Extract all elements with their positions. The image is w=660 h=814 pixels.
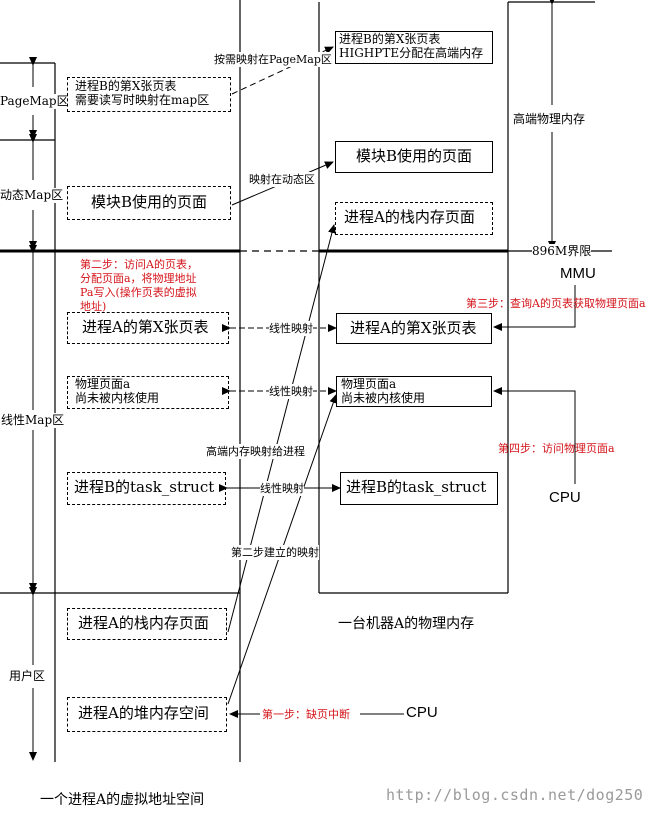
region-user-label: 用户区 [9,669,46,684]
virtual-a-pagetable-box: 进程A的第X张页表 [67,312,229,344]
phys-a-pagetable-box: 进程A的第X张页表 [336,313,492,344]
virtual-a-stack-box: 进程A的栈内存页面 [67,608,227,640]
mapping-arrows [219,46,341,705]
cpu-bottom-label: CPU [406,704,438,721]
label-linear-map-1: 线性映射 [269,321,313,336]
cpu-right-label: CPU [549,489,581,506]
highmem-label: 高端物理内存 [513,112,586,127]
virtual-space-column [0,0,241,762]
virtual-a-heap-box: 进程A的堆内存空间 [67,697,227,732]
phys-b-pagetable-box: 进程B的第X张页表 HIGHPTE分配在高端内存 [335,31,493,64]
phys-b-task-box: 进程B的task_struct [340,472,498,505]
virtual-space-title: 一个进程A的虚拟地址空间 [40,792,205,808]
watermark: http://blog.csdn.net/dog250 [386,786,644,804]
region-pagemap-label: PageMap区 [0,94,69,109]
label-on-demand-map: 按需映射在PageMap区 [214,52,332,67]
virtual-phys-page-a-box: 物理页面a 尚未被内核使用 [67,376,229,409]
unit-connectors [229,285,576,718]
step4-label: 第四步：访问物理页面a [498,442,615,455]
phys-a-stack-box: 进程A的栈内存页面 [335,202,493,235]
virtual-b-pagetable-box: 进程B的第X张页表 需要读写时映射在map区 [67,77,231,112]
limit-896m-label: 896M界限 [532,244,592,259]
physical-memory-title: 一台机器A的物理内存 [338,616,475,632]
step2-label: 第二步：访问A的页表， 分配页面a，将物理地址 Pa写入(操作页表的虚拟 地址) [80,258,198,313]
virtual-module-b-box: 模块B使用的页面 [67,186,231,220]
label-step2-mapping: 第二步建立的映射 [231,545,319,560]
label-linear-map-3: 线性映射 [260,481,304,496]
label-linear-map-2: 线性映射 [269,384,313,399]
virtual-b-task-box: 进程B的task_struct [67,472,226,505]
label-highmem-to-process: 高端内存映射给进程 [206,444,305,459]
label-dynamic-map: 映射在动态区 [249,172,315,187]
step1-label: 第一步：缺页中断 [262,708,350,721]
phys-module-b-box: 模块B使用的页面 [335,141,493,173]
mmu-label: MMU [560,265,596,282]
region-linear-label: 线性Map区 [1,413,65,428]
step3-label: 第三步：查询A的页表获取物理页面a [466,297,646,310]
region-dynmap-label: 动态Map区 [0,188,64,203]
phys-phys-page-a-box: 物理页面a 尚未被内核使用 [336,376,492,407]
